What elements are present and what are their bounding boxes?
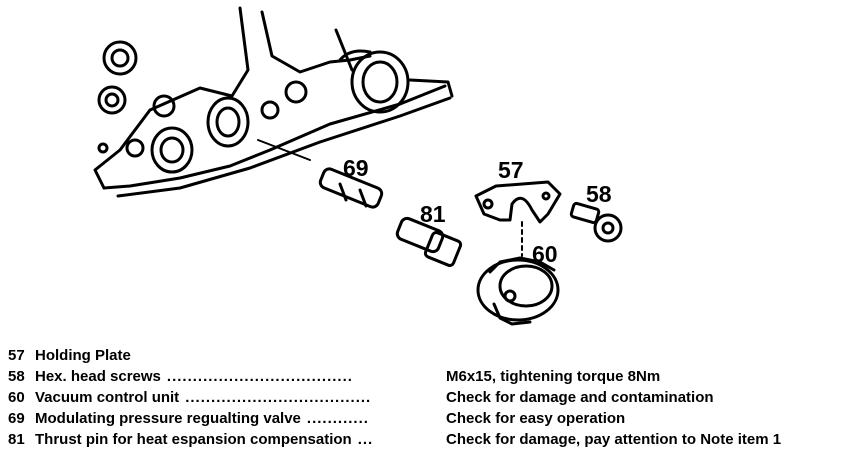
legend-instruction: Check for damage and contamination xyxy=(446,389,714,406)
exploded-parts-diagram: 69 81 57 58 60 xyxy=(93,6,623,326)
legend-instruction: Check for damage, pay attention to Note … xyxy=(446,431,782,448)
legend-part-number: 60 xyxy=(8,389,25,406)
legend-part-name: Holding Plate xyxy=(35,347,131,364)
legend-part-number: 81 xyxy=(8,431,25,448)
callout-58: 58 xyxy=(586,181,612,207)
legend-row: 58 Hex. head screws ....................… xyxy=(8,366,858,387)
legend-part-name: Vacuum control unit xyxy=(35,389,180,406)
legend-row: 81 Thrust pin for heat espansion compens… xyxy=(8,429,858,450)
legend-part-name: Hex. head screws xyxy=(35,368,161,385)
legend-part-number: 58 xyxy=(8,368,25,385)
callout-60: 60 xyxy=(532,241,558,267)
parts-legend: 57 Holding Plate 58 Hex. head screws ...… xyxy=(8,345,858,450)
legend-instruction: M6x15, tightening torque 8Nm xyxy=(446,368,661,385)
legend-leader-dots: ... xyxy=(357,431,374,448)
legend-leader-dots: .................................... xyxy=(166,368,353,385)
legend-leader-dots xyxy=(131,345,444,366)
part-69-pressure-valve xyxy=(318,167,384,209)
legend-part-number: 69 xyxy=(8,410,25,427)
legend-part-name: Modulating pressure regualting valve xyxy=(35,410,301,427)
housing-bores xyxy=(97,50,410,174)
snap-rings xyxy=(97,40,176,118)
callout-69: 69 xyxy=(343,155,369,181)
transmission-housing xyxy=(93,6,454,198)
part-81-thrust-pin xyxy=(395,216,463,267)
callout-57: 57 xyxy=(498,157,524,183)
legend-row: 60 Vacuum control unit .................… xyxy=(8,387,858,408)
assembly-leader xyxy=(257,139,311,161)
legend-instruction: Check for easy operation xyxy=(446,410,626,427)
legend-instruction xyxy=(444,345,858,366)
part-57-holding-plate xyxy=(474,180,562,224)
legend-row: 57 Holding Plate xyxy=(8,345,858,366)
part-58-hex-screw xyxy=(569,201,623,243)
legend-row: 69 Modulating pressure regualting valve … xyxy=(8,408,858,429)
callout-81: 81 xyxy=(420,201,446,227)
part-60-vacuum-unit xyxy=(476,256,560,326)
legend-leader-dots: ............ xyxy=(306,410,369,427)
legend-part-name: Thrust pin for heat espansion compensati… xyxy=(35,431,352,448)
legend-leader-dots: .................................... xyxy=(185,389,372,406)
legend-part-number: 57 xyxy=(8,347,25,364)
